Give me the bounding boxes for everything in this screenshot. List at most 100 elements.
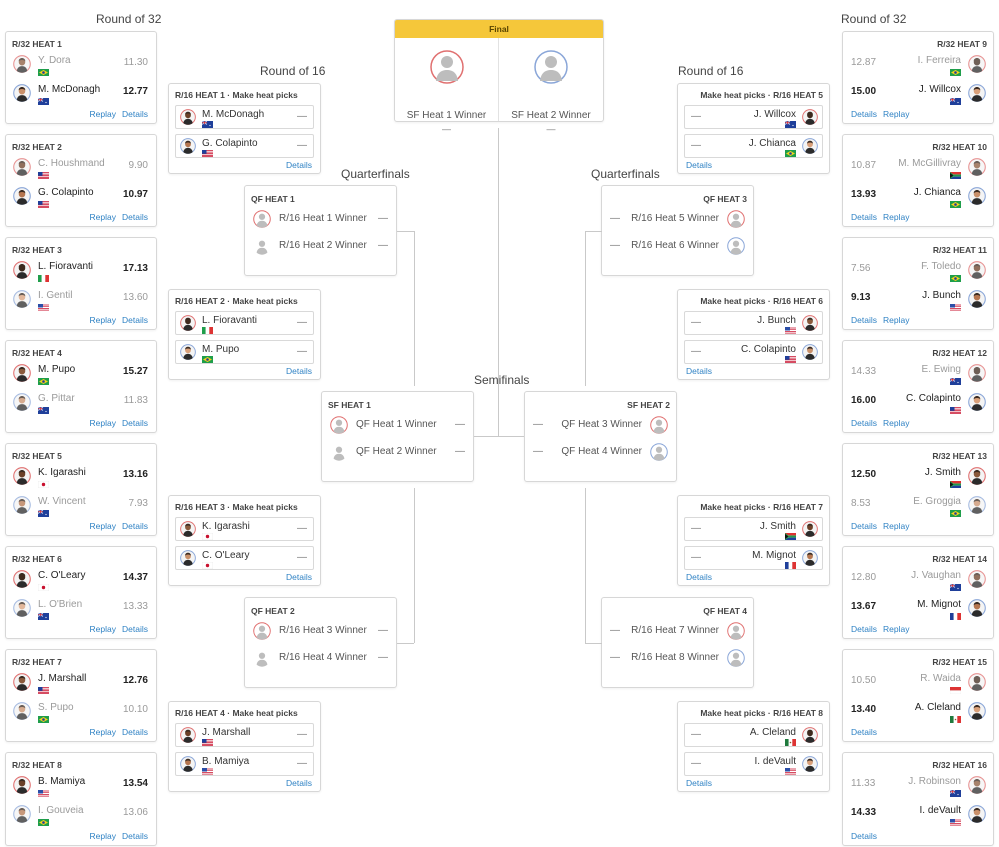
details-link[interactable]: Details (851, 212, 877, 222)
details-link[interactable]: Details (686, 572, 712, 582)
replay-link[interactable]: Replay (882, 624, 910, 634)
details-link[interactable]: Details (286, 160, 312, 170)
replay-link[interactable]: Replay (882, 109, 910, 119)
winner-slot[interactable]: QF Heat 1 Winner— (322, 415, 473, 435)
replay-link[interactable]: Replay (89, 727, 117, 737)
heat-pick-slot[interactable]: C. O'Leary— (175, 546, 314, 570)
heat-title[interactable]: Make heat picks · R/16 HEAT 5 (700, 90, 823, 100)
replay-link[interactable]: Replay (89, 831, 117, 841)
details-link[interactable]: Details (686, 160, 712, 170)
heat-pick-slot[interactable]: J. Marshall— (175, 723, 314, 747)
details-link[interactable]: Details (122, 315, 148, 325)
details-link[interactable]: Details (851, 109, 877, 119)
r16-heat-card[interactable]: R/16 HEAT 1 · Make heat picks M. McDonagh… (168, 83, 321, 174)
details-link[interactable]: Details (286, 572, 312, 582)
heat-pick-slot[interactable]: L. Fioravanti— (175, 311, 314, 335)
replay-link[interactable]: Replay (89, 315, 117, 325)
details-link[interactable]: Details (122, 212, 148, 222)
details-link[interactable]: Details (851, 521, 877, 531)
details-link[interactable]: Details (122, 624, 148, 634)
details-link[interactable]: Details (122, 109, 148, 119)
heat-pick-slot[interactable]: K. Igarashi— (175, 517, 314, 541)
r16-heat-card[interactable]: R/16 HEAT 3 · Make heat picks K. Igarashi… (168, 495, 321, 586)
details-link[interactable]: Details (851, 727, 877, 737)
heat-pick-slot[interactable]: C. Colapinto— (684, 340, 823, 364)
heat-title[interactable]: Make heat picks · R/16 HEAT 8 (700, 708, 823, 718)
heat-pick-slot[interactable]: J. Willcox— (684, 105, 823, 129)
winner-slot[interactable]: R/16 Heat 2 Winner— (245, 236, 396, 256)
replay-link[interactable]: Replay (89, 624, 117, 634)
heat-pick-slot[interactable]: J. Bunch— (684, 311, 823, 335)
heat-pick-slot[interactable]: M. McDonagh— (175, 105, 314, 129)
winner-slot[interactable]: R/16 Heat 8 Winner— (602, 648, 753, 668)
winner-slot[interactable]: R/16 Heat 7 Winner— (602, 621, 753, 641)
heat-title[interactable]: R/16 HEAT 3 · Make heat picks (175, 502, 298, 512)
heat-title[interactable]: R/16 HEAT 2 · Make heat picks (175, 296, 298, 306)
heat-title[interactable]: R/16 HEAT 1 · Make heat picks (175, 90, 298, 100)
heat-pick-slot[interactable]: B. Mamiya— (175, 752, 314, 776)
final-slot-2[interactable]: SF Heat 2 Winner — (499, 38, 603, 134)
winner-slot[interactable]: R/16 Heat 4 Winner— (245, 648, 396, 668)
winner-slot[interactable]: R/16 Heat 1 Winner— (245, 209, 396, 229)
r16-heat-card[interactable]: R/16 HEAT 4 · Make heat picks J. Marshall… (168, 701, 321, 792)
heat-pick-slot[interactable]: J. Smith— (684, 517, 823, 541)
heat-title[interactable]: R/16 HEAT 4 · Make heat picks (175, 708, 298, 718)
replay-link[interactable]: Replay (89, 418, 117, 428)
final-slot-1[interactable]: SF Heat 1 Winner — (395, 38, 499, 134)
heat-title[interactable]: Make heat picks · R/16 HEAT 7 (700, 502, 823, 512)
details-link[interactable]: Details (851, 624, 877, 634)
details-link[interactable]: Details (286, 366, 312, 376)
winner-slot[interactable]: QF Heat 3 Winner— (525, 415, 676, 435)
winner-slot[interactable]: QF Heat 2 Winner— (322, 442, 473, 462)
heat-pick-slot[interactable]: I. deVault— (684, 752, 823, 776)
details-link[interactable]: Details (686, 778, 712, 788)
r16-heat-card[interactable]: Make heat picks · R/16 HEAT 5 J. Willcox—… (677, 83, 830, 174)
